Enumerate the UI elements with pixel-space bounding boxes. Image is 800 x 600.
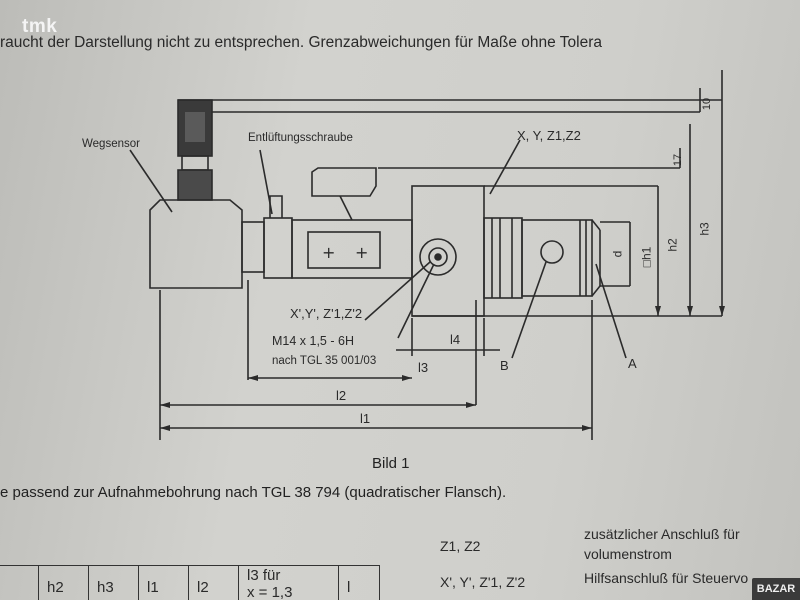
sensor-housing	[149, 199, 243, 289]
table-header-l2: l2	[188, 565, 238, 600]
label-xyz-top: X, Y, Z1,Z2	[517, 128, 581, 143]
table-header-l1: l1	[138, 565, 188, 600]
dim-h1: □h1	[639, 246, 654, 268]
label-wegsensor: Wegsensor	[82, 138, 140, 150]
dim-l4: l4	[450, 332, 461, 347]
dim-10: 10	[701, 97, 714, 111]
note-xyz-desc: Hilfsanschluß für Steuervo	[584, 570, 749, 586]
svg-text:+: +	[322, 243, 335, 262]
dim-h3: h3	[697, 222, 712, 236]
port-b-circle	[540, 240, 564, 264]
note-z-desc-2: volumenstrom	[584, 546, 672, 562]
body-paragraph: e passend zur Aufnahmebohrung nach TGL 3…	[0, 484, 507, 501]
note-z-label: Z1, Z2	[440, 538, 481, 554]
table-header-l3-label: l3 für	[247, 567, 281, 584]
flange-block	[411, 185, 485, 317]
table-header-h2: h2	[38, 565, 88, 600]
note-z-desc-1: zusätzlicher Anschluß für	[584, 526, 740, 542]
label-xyz-prime: X',Y', Z'1,Z'2	[290, 306, 363, 321]
note-xyz-label: X', Y', Z'1, Z'2	[440, 574, 526, 590]
dim-17: 17	[672, 153, 685, 167]
table-header-l3-sub: x = 1,3	[247, 584, 293, 600]
table-header-l3: l3 für x = 1,3	[238, 565, 338, 600]
label-a: A	[628, 356, 637, 371]
table-header-h3: h3	[88, 565, 138, 600]
sensor-nut	[181, 155, 209, 171]
dim-l3: l3	[418, 360, 429, 375]
coupling	[241, 221, 265, 273]
sensor-thread	[177, 169, 213, 201]
header-text-line: raucht der Darstellung nicht zu entsprec…	[0, 34, 602, 51]
dim-l2: l2	[336, 388, 347, 403]
port-x-circle	[419, 238, 457, 276]
cylinder-body	[291, 219, 413, 279]
cylinder-window	[307, 231, 381, 269]
watermark-logo: tmk	[22, 16, 58, 37]
figure-caption: Bild 1	[372, 455, 410, 472]
dim-d: d	[610, 250, 625, 258]
svg-text:+: +	[355, 243, 368, 262]
dim-h2: h2	[665, 238, 680, 252]
label-entlueftungsschraube: Entlüftungsschraube	[248, 132, 353, 144]
dim-l1: l1	[360, 411, 371, 426]
label-thread: M14 x 1,5 - 6H	[272, 334, 354, 348]
corner-badge: BAZAR	[752, 578, 800, 600]
label-b: B	[500, 358, 509, 373]
table-header-l: l	[338, 565, 380, 600]
label-tgl-note: nach TGL 35 001/03	[272, 355, 377, 367]
